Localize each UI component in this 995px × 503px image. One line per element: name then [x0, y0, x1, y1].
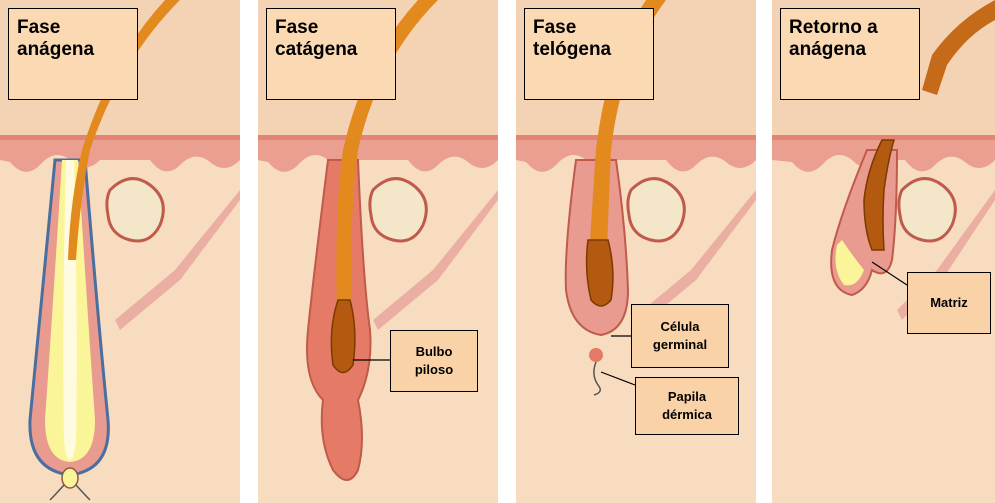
label-papila-dermica: Papila dérmica: [635, 377, 739, 435]
label-celula-line2: germinal: [653, 336, 707, 354]
panel-catagen: Fase catágena Bulbo piloso: [258, 0, 498, 503]
label-celula-line1: Célula: [660, 318, 699, 336]
label-papila-line2: dérmica: [662, 406, 712, 424]
title-catagen-line1: Fase: [275, 17, 387, 39]
label-bulbo-line2: piloso: [415, 361, 453, 379]
label-bulbo-line1: Bulbo: [416, 343, 453, 361]
title-return-line1: Retorno a: [789, 17, 911, 39]
title-catagen: Fase catágena: [266, 8, 396, 100]
label-celula-germinal: Célula germinal: [631, 304, 729, 368]
panel-anagen: Fase anágena: [0, 0, 240, 503]
title-telogen-line1: Fase: [533, 17, 645, 39]
title-anagen-line1: Fase: [17, 17, 129, 39]
panel-telogen: Célula germinal Papila dérmica Fase teló…: [516, 0, 756, 503]
label-papila-line1: Papila: [668, 388, 706, 406]
panel-return-anagen: Matriz Retorno a anágena: [772, 0, 995, 503]
title-return-line2: anágena: [789, 39, 911, 61]
title-anagen: Fase anágena: [8, 8, 138, 100]
title-catagen-line2: catágena: [275, 39, 387, 61]
label-matriz: Matriz: [907, 272, 991, 334]
label-matriz-text: Matriz: [930, 294, 968, 312]
title-anagen-line2: anágena: [17, 39, 129, 61]
label-bulbo-piloso: Bulbo piloso: [390, 330, 478, 392]
title-telogen: Fase telógena: [524, 8, 654, 100]
title-telogen-line2: telógena: [533, 39, 645, 61]
title-return-anagen: Retorno a anágena: [780, 8, 920, 100]
